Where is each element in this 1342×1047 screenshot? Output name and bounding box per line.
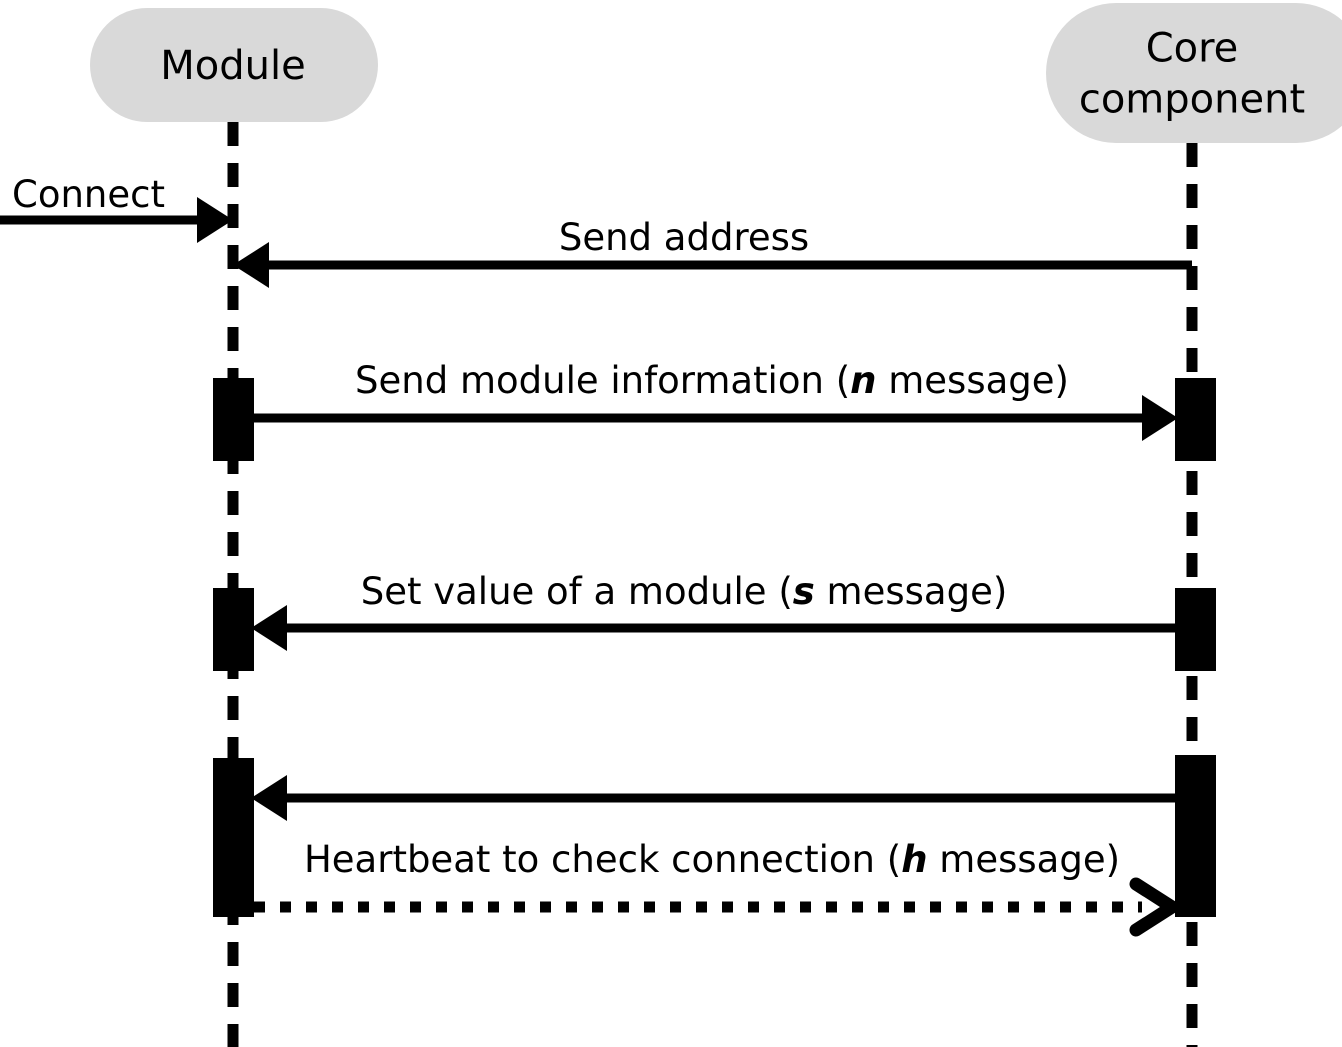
arrowhead-heartbeat-request [251,775,287,821]
activation-bar-core [1175,378,1216,461]
activation-bar-core [1175,588,1216,671]
message-heartbeat-reply[interactable] [254,877,1179,937]
arrowhead-send-address [233,242,269,288]
arrowhead-heartbeat-reply [1129,877,1179,937]
arrowhead-set-value-of-module [251,605,287,651]
activation-bar-module [213,378,254,461]
message-label-send-address: Send address [559,216,809,259]
message-label-set-value-of-module: Set value of a module (s message) [361,570,1008,613]
message-label-send-module-information: Send module information (n message) [355,359,1069,402]
message-send-module-information[interactable] [254,395,1178,441]
message-heartbeat-request[interactable] [251,775,1175,821]
activation-bars-group [213,378,1216,917]
message-connect[interactable] [0,197,233,243]
activation-bar-module [213,758,254,917]
lifeline-header-label-module: Module [160,43,305,89]
lifeline-header-box-module [90,8,378,122]
arrowhead-connect [197,197,233,243]
arrowhead-send-module-information [1142,395,1178,441]
message-set-value-of-module[interactable] [251,605,1175,651]
message-label-heartbeat-reply: Heartbeat to check connection (h message… [304,838,1120,881]
lifeline-header-box-core [1046,3,1342,143]
messages-group [0,197,1192,937]
activation-bar-core [1175,755,1216,917]
activation-bar-module [213,588,254,671]
message-label-connect: Connect [12,173,165,216]
message-send-address[interactable] [233,242,1192,288]
lifeline-header-module[interactable]: Module [90,8,378,122]
